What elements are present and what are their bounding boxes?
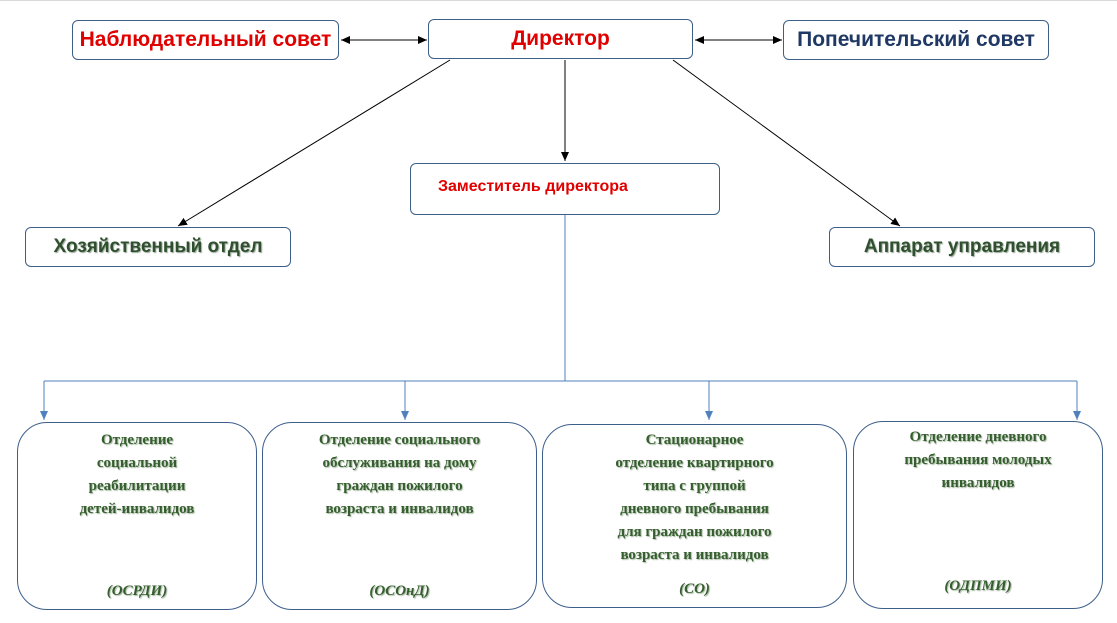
supervisory-board-box: Наблюдательный совет [72,20,339,60]
admin-apparatus-label: Аппарат управления [863,236,1061,257]
deputy-director-label: Заместитель директора [438,178,628,195]
arrow-director-admin [672,59,901,227]
department-abbr: (СО) [679,581,710,597]
department-name: Отделение социальной реабилитации детей-… [79,432,195,517]
department-abbr: (ОДПМИ) [944,578,1012,594]
arrow-director-household [177,59,451,227]
department-box-osond: Отделение социального обслуживания на до… [262,422,537,610]
deputy-director-box: Заместитель директора [410,163,720,215]
trustee-board-label: Попечительский совет [797,28,1035,51]
department-box-so: Стационарное отделение квартирного типа … [542,424,847,608]
department-box-odpmi: Отделение дневного пребывания молодых ин… [853,421,1103,609]
household-dept-box: Хозяйственный отдел [25,227,291,267]
department-name: Стационарное отделение квартирного типа … [615,432,774,563]
director-label: Директор [511,27,610,50]
supervisory-board-label: Наблюдательный совет [79,28,332,51]
department-abbr: (ОСОнД) [369,583,430,599]
department-name: Отделение дневного пребывания молодых ин… [904,429,1052,491]
trustee-board-box: Попечительский совет [783,20,1049,60]
department-box-osrdi: Отделение социальной реабилитации детей-… [17,422,257,610]
top-border-line [0,0,1117,1]
department-abbr: (ОСРДИ) [106,583,168,599]
admin-apparatus-box: Аппарат управления [829,227,1095,267]
household-dept-label: Хозяйственный отдел [53,236,263,257]
department-name: Отделение социального обслуживания на до… [318,432,481,517]
director-box: Директор [428,19,693,59]
